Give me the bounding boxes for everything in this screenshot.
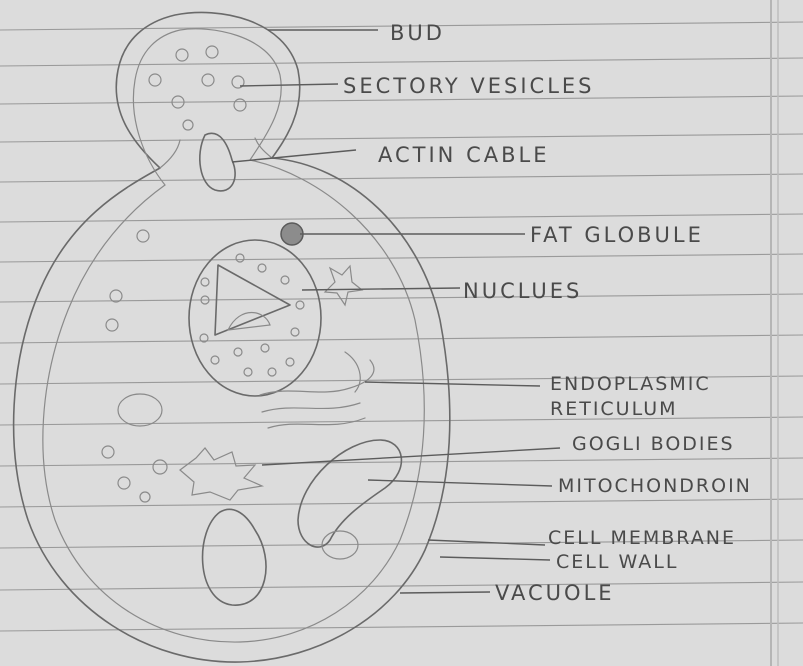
leader-lines (232, 30, 560, 593)
mitochondrion-shape (298, 440, 401, 547)
label-bud: BUD (390, 21, 445, 45)
nucleus-shape (189, 240, 321, 396)
label-golgi-bodies: GOGLI BODIES (572, 433, 735, 455)
label-mitochondrion: MITOCHONDROIN (558, 475, 752, 497)
label-cell-membrane: CELL MEMBRANE (548, 527, 736, 549)
endoplasmic-reticulum-shape (260, 352, 374, 428)
label-cell-wall: CELL WALL (556, 551, 678, 573)
label-actin-cable: ACTIN CABLE (378, 143, 549, 167)
label-fat-globule: FAT GLOBULE (530, 223, 704, 247)
label-secretory-vesicles: SECTORY VESICLES (343, 74, 595, 98)
secretory-vesicle-group (149, 46, 246, 130)
fat-globule-shape (281, 223, 303, 245)
label-nucleus: NUCLUES (463, 279, 582, 303)
vacuole-shape (203, 509, 266, 605)
golgi-body-shape (180, 448, 262, 500)
label-vacuole: VACUOLE (495, 581, 615, 605)
cell-membrane-outline (43, 29, 424, 642)
label-endoplasmic: ENDOPLASMIC (550, 373, 711, 395)
labels: BUD SECTORY VESICLES ACTIN CABLE FAT GLO… (343, 21, 752, 605)
label-reticulum: RETICULUM (550, 398, 678, 420)
actin-cable-shape (200, 133, 235, 191)
